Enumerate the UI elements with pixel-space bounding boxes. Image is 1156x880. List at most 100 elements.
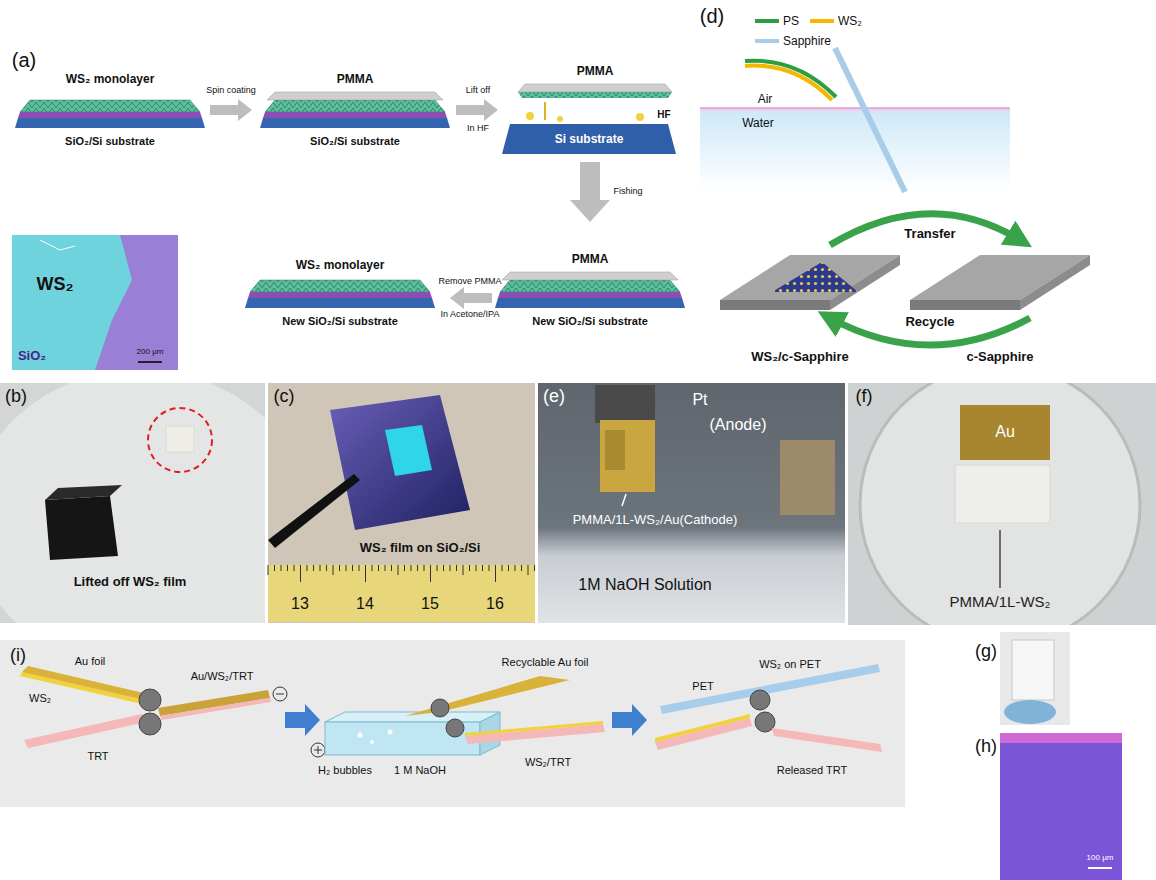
sapphire-substrate-shape xyxy=(772,262,858,292)
transfer-steps-shape xyxy=(518,92,672,98)
photo-shape xyxy=(378,565,379,571)
photo-label: Lifted off WS₂ film xyxy=(74,575,187,589)
solution-label: 1M NaOH Solution xyxy=(578,576,711,594)
ruler-number: 14 xyxy=(356,595,374,613)
ruler-number: 16 xyxy=(486,595,504,613)
micrograph-shape xyxy=(12,235,178,370)
process-arrow-shape xyxy=(450,287,492,309)
photo-shape xyxy=(330,395,470,530)
panel-letter: (f) xyxy=(856,387,873,407)
photo-shape xyxy=(385,425,432,476)
part-label: WS₂ xyxy=(29,692,51,704)
micrograph-shape xyxy=(40,240,75,250)
layer-label: WS₂ monolayer xyxy=(296,259,385,272)
layer-label: SiO₂/Si substrate xyxy=(65,135,155,147)
water-bath-shape xyxy=(745,61,836,97)
layer-label: HF xyxy=(657,109,670,120)
micrograph xyxy=(1000,733,1122,880)
roll-transfer-shape xyxy=(358,733,363,738)
process-arrow-shape xyxy=(570,162,610,222)
substrate-label: WS₂/c-Sapphire xyxy=(751,350,849,364)
cycle-label: Transfer xyxy=(904,227,955,241)
photo-shape xyxy=(489,565,490,571)
photo-shape xyxy=(780,440,835,515)
cycle-label: Recycle xyxy=(905,315,954,329)
part-label: WS₂/TRT xyxy=(525,756,571,768)
photo xyxy=(848,383,1156,625)
transfer-steps-shape xyxy=(526,112,534,120)
photo-shape xyxy=(372,565,373,571)
photo-shape xyxy=(268,474,360,548)
photo-shape xyxy=(294,565,295,571)
step-label: In Acetone/IPA xyxy=(441,310,500,320)
photo-shape xyxy=(469,565,470,571)
water-bath-shape xyxy=(700,108,1010,190)
legend-text: Sapphire xyxy=(783,34,831,48)
layer-label: Si substrate xyxy=(555,133,624,146)
legend-swatch xyxy=(810,19,834,23)
photo-label: WS₂ film on SiO₂/Si xyxy=(360,541,481,555)
panel-letter: (e) xyxy=(543,387,565,407)
transfer-steps-shape xyxy=(502,124,676,154)
photo-shape xyxy=(600,420,655,492)
panel-letter: (g) xyxy=(975,642,997,662)
scale-label: 100 μm xyxy=(1087,854,1114,863)
micrograph xyxy=(12,235,178,370)
layer-label: PMMA xyxy=(572,253,609,266)
water-bath-shape xyxy=(700,107,1010,109)
photo xyxy=(0,383,265,623)
photo-shape xyxy=(495,565,496,582)
legend-text: WS₂ xyxy=(838,14,862,28)
legend-swatch xyxy=(755,39,779,43)
micrograph-shape xyxy=(95,235,178,370)
photo-shape xyxy=(443,565,444,571)
photo-label: Au xyxy=(995,423,1015,441)
photo-shape xyxy=(391,565,392,571)
photo-shape xyxy=(287,565,288,571)
transfer-steps-shape xyxy=(245,280,435,308)
panel-letter: (i) xyxy=(10,646,26,666)
region-label: SiO₂ xyxy=(18,349,46,363)
part-label: 1 M NaOH xyxy=(394,764,446,776)
roll-transfer-shape xyxy=(276,694,284,695)
layer-label: SiO₂/Si substrate xyxy=(310,135,400,147)
photo-shape xyxy=(595,385,655,423)
water-bath xyxy=(700,48,1010,192)
photo-shape xyxy=(281,565,282,571)
photo-shape xyxy=(359,565,360,571)
panel-letter: (d) xyxy=(700,5,724,27)
layer-label: PMMA xyxy=(337,73,374,86)
photo-shape xyxy=(463,565,464,575)
roll-transfer-shape xyxy=(273,687,287,701)
photo xyxy=(538,383,845,623)
transfer-steps-shape xyxy=(518,84,672,92)
photo-shape xyxy=(999,530,1001,588)
step-label: Spin coating xyxy=(206,86,256,96)
photo-shape xyxy=(313,565,314,571)
roll-transfer-shape xyxy=(318,746,319,754)
roll-transfer-shape xyxy=(772,728,882,752)
roll-transfer-shape xyxy=(160,698,271,720)
legend-entry: WS₂ xyxy=(810,14,862,28)
photo-shape xyxy=(960,405,1050,460)
part-label: Released TRT xyxy=(777,764,848,776)
photo-shape xyxy=(1000,632,1070,725)
transfer-steps-shape xyxy=(544,102,546,120)
sapphire-substrate-shape xyxy=(720,300,830,310)
water-bath-shape xyxy=(835,48,905,192)
roll-transfer xyxy=(0,640,905,807)
cycle-arrow xyxy=(830,214,1030,345)
photo-shape xyxy=(268,565,269,575)
photo-shape xyxy=(508,565,509,571)
photo-shape xyxy=(333,565,334,575)
roll-transfer-shape xyxy=(311,743,325,757)
photo-shape xyxy=(482,565,483,571)
roll-transfer-shape xyxy=(139,689,161,711)
roll-transfer-shape xyxy=(755,712,775,732)
photo-shape xyxy=(346,565,347,571)
medium-label: Air xyxy=(758,93,773,106)
roll-transfer-shape xyxy=(465,721,603,736)
photo xyxy=(1000,632,1070,725)
photo-shape xyxy=(166,426,194,452)
photo-shape xyxy=(45,496,118,560)
